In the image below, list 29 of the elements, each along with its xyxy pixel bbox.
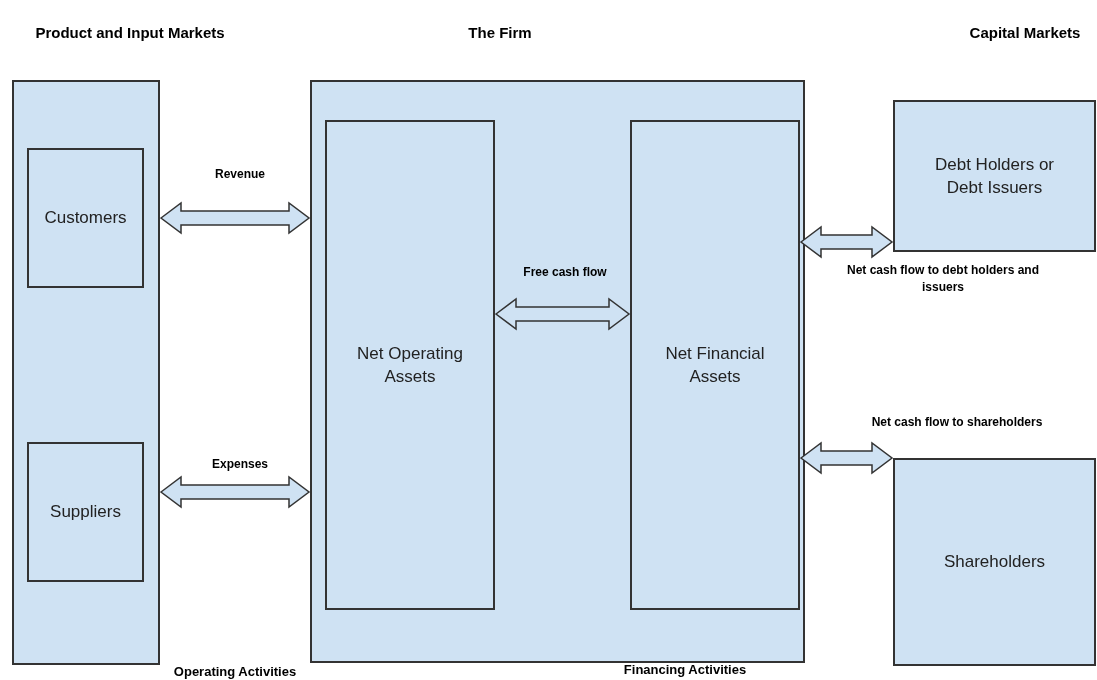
entity-box [630,120,800,610]
double-block-arrow [799,441,894,475]
group-panel [310,80,805,663]
double-block-arrow [494,297,631,331]
double-block-arrow [159,475,311,509]
entity-box [27,148,144,288]
edge-label: Net cash flow to debt holders and issuers [846,262,1040,295]
edge-label: Net cash flow to shareholders [870,414,1044,431]
edge-label: Free cash flow [522,264,608,281]
section-heading: Product and Input Markets [34,23,226,43]
entity-box [27,442,144,582]
group-panel [12,80,160,665]
section-heading: Capital Markets [968,23,1082,43]
edge-label: Expenses [210,456,269,473]
box-label: Shareholders [943,551,1046,574]
double-block-arrow [799,225,894,259]
entity-box [893,100,1096,252]
edge-label: Revenue [214,166,266,183]
double-block-arrow [159,201,311,235]
box-label: Debt Holders or Debt Issuers [933,153,1056,199]
section-heading: The Firm [467,23,533,43]
entity-box [893,458,1096,666]
entity-box [325,120,495,610]
section-heading: Financing Activities [622,661,748,679]
box-label: Customers [44,207,127,230]
section-heading: Operating Activities [172,663,298,680]
box-label: Net Operating Assets [356,342,464,388]
box-label: Suppliers [50,501,121,524]
box-label: Net Financial Assets [664,342,766,388]
